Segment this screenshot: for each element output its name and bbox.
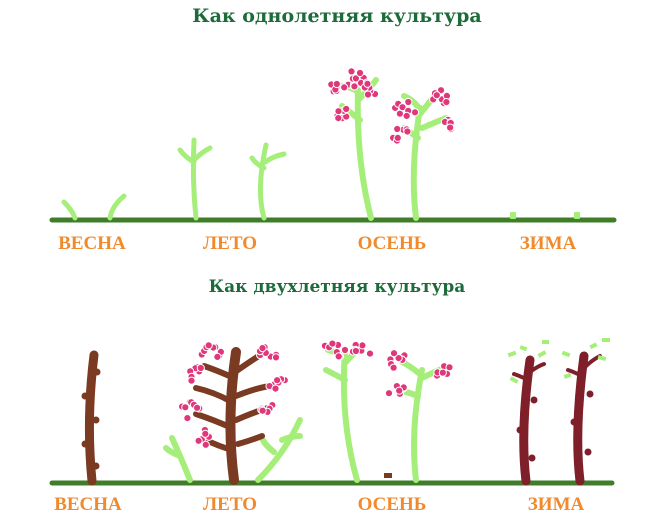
flower-dot [393, 133, 402, 142]
flower-dot [340, 345, 350, 355]
flower-dot [342, 104, 351, 114]
flower-dot [201, 440, 210, 449]
biennial-season-summer: ЛЕТО [203, 494, 257, 515]
flower-dot [384, 389, 394, 398]
flower-dot [402, 111, 411, 121]
flower-dot [183, 414, 192, 423]
flower-dot [273, 376, 282, 385]
flower-dot [328, 339, 337, 348]
flower-dot [351, 346, 360, 356]
annual-season-summer: ЛЕТО [203, 233, 257, 254]
annual-summer-plants [177, 137, 287, 221]
flower-dot [398, 103, 407, 112]
flower-dot [347, 67, 356, 76]
flower-dot [389, 363, 398, 372]
annual-autumn-flowers [327, 67, 455, 145]
flower-dot [393, 124, 402, 134]
flower-dot [363, 90, 373, 99]
flower-dot [334, 107, 343, 116]
biennial-summer-flowers [178, 341, 289, 449]
flower-dot [446, 123, 455, 132]
flower-dot [394, 354, 403, 363]
flower-dot [271, 353, 281, 362]
flower-dot [432, 91, 441, 100]
flower-dot [355, 68, 365, 78]
flower-dot [442, 98, 451, 107]
flower-dot [187, 376, 196, 385]
flower-dot [332, 79, 341, 89]
flower-dot [213, 352, 222, 361]
biennial-season-autumn: ОСЕНЬ [358, 494, 427, 515]
biennial-autumn-plants [323, 343, 447, 483]
biennial-season-spring: ВЕСНА [54, 494, 122, 515]
biennial-summer-tree [163, 347, 303, 485]
flower-dot [365, 349, 375, 358]
flower-dot [258, 406, 267, 415]
flower-dot [194, 436, 203, 445]
annual-season-autumn: ОСЕНЬ [358, 233, 427, 254]
flower-dot [389, 349, 399, 358]
flower-dot [438, 368, 447, 377]
flower-dot [271, 384, 280, 393]
flower-dot [404, 97, 413, 107]
annual-season-winter: ЗИМА [520, 233, 577, 254]
flower-dot [204, 341, 213, 350]
flower-dot [181, 403, 190, 412]
biennial-autumn-flowers [320, 339, 454, 398]
annual-title: Как однолетняя культура [192, 5, 481, 27]
biennial-winter-stems [507, 338, 610, 486]
biennial-title: Как двухлетняя культура [209, 277, 466, 297]
annual-spring-sprouts [61, 193, 127, 221]
flower-dot [258, 344, 267, 353]
flower-dot [193, 403, 202, 412]
annual-season-spring: ВЕСНА [58, 233, 126, 254]
biennial-season-winter: ЗИМА [528, 494, 585, 515]
flower-dot [334, 114, 343, 123]
flower-dot [403, 127, 412, 136]
flower-dot [358, 341, 367, 350]
flower-dot [350, 82, 359, 91]
flower-dot [334, 352, 343, 361]
flower-dot [363, 79, 372, 88]
flower-dot [395, 386, 404, 395]
annual-winter-stubs [510, 212, 580, 219]
flower-dot [340, 83, 349, 92]
flower-dot [410, 108, 420, 117]
flower-dot [201, 429, 210, 438]
flower-dot [351, 74, 360, 83]
biennial-spring-stem [81, 350, 101, 486]
flower-dot [196, 363, 205, 373]
